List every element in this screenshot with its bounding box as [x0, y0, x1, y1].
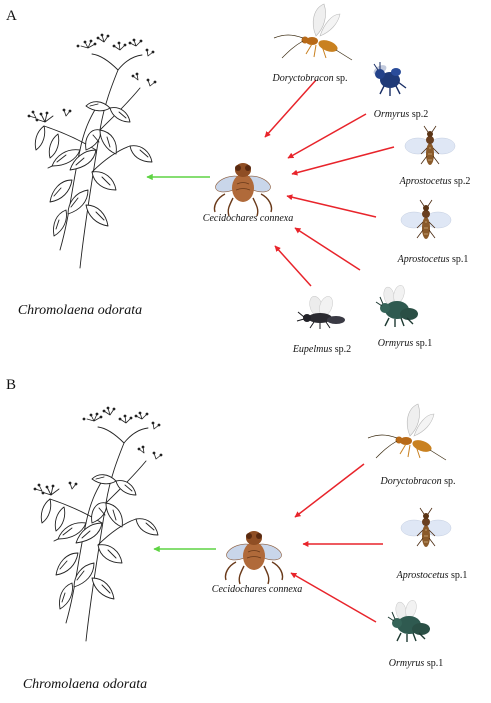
panel-letter-a: A [6, 8, 17, 24]
parasitoid-label: Aprostocetus sp.2 [399, 176, 471, 187]
arrow-ormyrus-sp2 [287, 113, 367, 159]
green-wasp-icon [375, 283, 419, 328]
svg-text:Cecidochares connexa: Cecidochares connexa [203, 213, 293, 224]
brown-wasp-icon [400, 507, 452, 548]
arrow-ormyrus-sp1 [290, 572, 377, 623]
arrow-doryctobracon [264, 79, 317, 138]
green-wasp-icon [387, 598, 431, 643]
brown-wasp-icon [404, 125, 456, 166]
braconid-wasp-icon [367, 403, 447, 461]
host-label: Cecidochares connexa [212, 584, 302, 595]
panel-b: B Chromolaena odorata Cecidochares conne… [6, 377, 467, 692]
parasitoid-label: Ormyrus sp.1 [378, 338, 432, 349]
parasitoid-arrows [290, 463, 383, 623]
panel-letter-b: B [6, 377, 16, 393]
parasitoid-label: Doryctobracon sp. [379, 476, 455, 487]
plant-illustration [27, 33, 157, 269]
blue-wasp-icon [371, 61, 407, 97]
parasitoid-arrows [264, 79, 395, 287]
parasitoid-label: Eupelmus sp.2 [292, 344, 351, 355]
arrow-ormyrus-sp1 [294, 227, 361, 271]
parasitoid-label: Ormyrus sp.2 [374, 109, 428, 120]
host-fly-icon [212, 162, 274, 217]
panel-a: A Chromolaena odorata Cecidochares conne… [6, 3, 471, 355]
parasitoid-label: Ormyrus sp.1 [389, 658, 443, 669]
arrow-eupelmus [274, 245, 312, 287]
brown-wasp-icon [400, 199, 452, 240]
parasitoid-label: Aprostocetus sp.1 [396, 570, 468, 581]
braconid-wasp-icon [273, 3, 353, 61]
plant-label: Chromolaena odorata [23, 677, 147, 692]
parasitoid-label: Doryctobracon sp. [271, 73, 347, 84]
host-label: Cecidochares connexa [203, 213, 293, 224]
parasitoid-label: Aprostocetus sp.1 [397, 254, 469, 265]
black-wasp-icon [296, 294, 346, 330]
arrow-doryctobracon [294, 463, 365, 518]
plant-label: Chromolaena odorata [18, 303, 142, 318]
arrow-aprostocetus-sp2 [291, 146, 395, 176]
host-fly-icon [223, 530, 285, 585]
svg-text:Cecidochares connexa: Cecidochares connexa [212, 584, 302, 595]
plant-illustration [33, 406, 163, 642]
arrow-aprostocetus-sp1 [286, 194, 377, 218]
